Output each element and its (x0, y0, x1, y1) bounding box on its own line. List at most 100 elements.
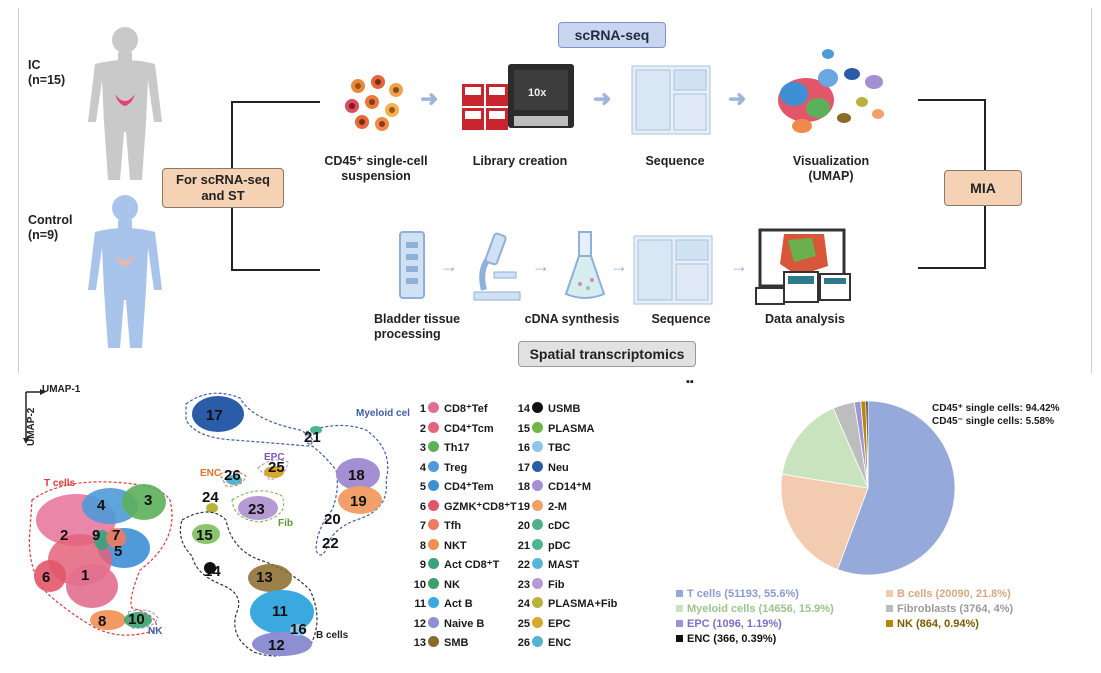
cell-suspension-icon (345, 75, 403, 131)
pie-legend-label: Fibroblasts (3764, 4%) (897, 603, 1014, 615)
cluster-label-4: 4 (97, 497, 106, 514)
library-label: Library creation (472, 154, 568, 168)
umap-x-label: UMAP-1 (42, 384, 81, 395)
legend-number: 26 (517, 637, 530, 649)
cluster-label-3: 3 (144, 492, 152, 509)
pie-legend-swatch (886, 590, 893, 597)
bladder-label: Bladder tissue processing (374, 312, 461, 341)
legend-number: 18 (517, 481, 530, 493)
cd45-pos-note: CD45⁺ single cells: 94.42% (932, 403, 1060, 414)
pie-legend-item-3: Fibroblasts (3764, 4%) (886, 603, 1013, 615)
nk-label: NK (148, 626, 163, 637)
tissue-cassette-icon (399, 231, 425, 299)
legend-label: pDC (548, 539, 571, 552)
legend-dot (532, 636, 543, 647)
legend-number: 2 (419, 422, 426, 435)
cluster-label-22: 22 (322, 535, 339, 552)
scrna-header: scRNA-seq (558, 22, 666, 48)
legend-dot (532, 480, 543, 491)
legend-number: 8 (419, 539, 426, 552)
sequencer-icon (631, 65, 711, 135)
arrow-icon: ➜ (593, 86, 612, 111)
pie-legend-item-0: T cells (51193, 55.6%) (676, 588, 799, 600)
pie-legend-label: ENC (366, 0.39%) (687, 633, 777, 645)
pie-legend-item-6: ENC (366, 0.39%) (676, 633, 776, 645)
legend-label: PLASMA+Fib (548, 598, 618, 610)
legend-number: 4 (419, 461, 426, 474)
legend-number: 10 (413, 578, 426, 591)
epc-label: EPC (264, 452, 285, 463)
pie-slice-1 (780, 473, 869, 570)
umap-y-label: UMAP-2 (26, 407, 37, 446)
arrow-icon: ➜ (420, 86, 439, 111)
legend-number: 3 (419, 442, 426, 454)
pie-legend-swatch (886, 605, 893, 612)
legend-label: ENC (548, 637, 572, 649)
legend-label: MAST (548, 559, 580, 571)
legend-dot (428, 402, 439, 413)
pie-legend-label: T cells (51193, 55.6%) (687, 588, 799, 600)
cluster-label-20: 20 (324, 511, 341, 528)
myeloid-label: Myeloid cells (356, 408, 410, 419)
legend-number: 19 (517, 500, 530, 513)
pie-legend-item-1: B cells (20090, 21.8%) (886, 588, 1011, 600)
legend-number: 13 (413, 637, 426, 649)
cluster-label-9: 9 (92, 527, 100, 544)
legend-number: 12 (413, 617, 426, 630)
legend-item-12: 12 Naive B (412, 616, 485, 630)
cluster-label-25: 25 (268, 459, 285, 476)
legend-label: Act B (444, 598, 473, 610)
legend-number: 7 (419, 520, 426, 532)
sequencer-icon-2 (633, 235, 713, 305)
cluster-label-19: 19 (350, 493, 367, 510)
cluster-label-14: 14 (204, 563, 221, 580)
legend-dot (532, 441, 543, 452)
legend-number: 9 (419, 559, 426, 571)
cluster-label-12: 12 (268, 637, 285, 654)
analysis-label: Data analysis (765, 312, 845, 326)
legend-dot (428, 421, 439, 433)
cluster-label-17: 17 (206, 407, 223, 424)
legend-dot (428, 499, 439, 511)
arrow-icon: → (730, 256, 748, 276)
legend-label: cDC (548, 520, 571, 532)
legend-label: TBC (548, 442, 571, 454)
legend-dot (532, 402, 543, 413)
legend-label: Treg (444, 461, 468, 474)
pie-legend-label: EPC (1096, 1.19%) (687, 618, 782, 630)
legend-label: NK (444, 578, 460, 591)
legend-dot (532, 597, 543, 608)
legend-number: 21 (517, 539, 530, 552)
mia-box: MIA (944, 170, 1022, 206)
control-human-figure (88, 195, 162, 348)
split-box: For scRNA-seq and ST (162, 168, 284, 208)
cd45-neg-note: CD45⁻ single cells: 5.58% (932, 416, 1055, 427)
legend-label: CD14⁺M (548, 481, 592, 493)
legend-label: PLASMA (548, 422, 595, 435)
legend-label: NKT (444, 539, 467, 552)
arrow-icon: → (610, 256, 628, 276)
flask-icon (564, 231, 606, 299)
legend-item-4: 4 Treg (412, 460, 468, 474)
control-label: Control (28, 213, 73, 227)
cluster-label-8: 8 (98, 613, 106, 630)
panel-marker: ▪▪ (686, 376, 694, 388)
legend-dot (428, 636, 439, 647)
legend-number: 11 (414, 598, 426, 610)
legend-number: 15 (517, 422, 530, 435)
legend-dot (532, 499, 543, 511)
pie-legend-item-5: NK (864, 0.94%) (886, 618, 979, 630)
legend-label: Naive B (444, 617, 485, 630)
cdna-label: cDNA synthesis (524, 312, 620, 326)
cluster-label-21: 21 (304, 429, 321, 446)
pie-legend-label: B cells (20090, 21.8%) (897, 588, 1011, 600)
legend-dot (532, 538, 543, 550)
legend-item-15: 15 PLASMA (516, 421, 595, 435)
legend-number: 1 (419, 403, 426, 415)
legend-dot (532, 519, 543, 530)
legend-label: SMB (444, 637, 469, 649)
